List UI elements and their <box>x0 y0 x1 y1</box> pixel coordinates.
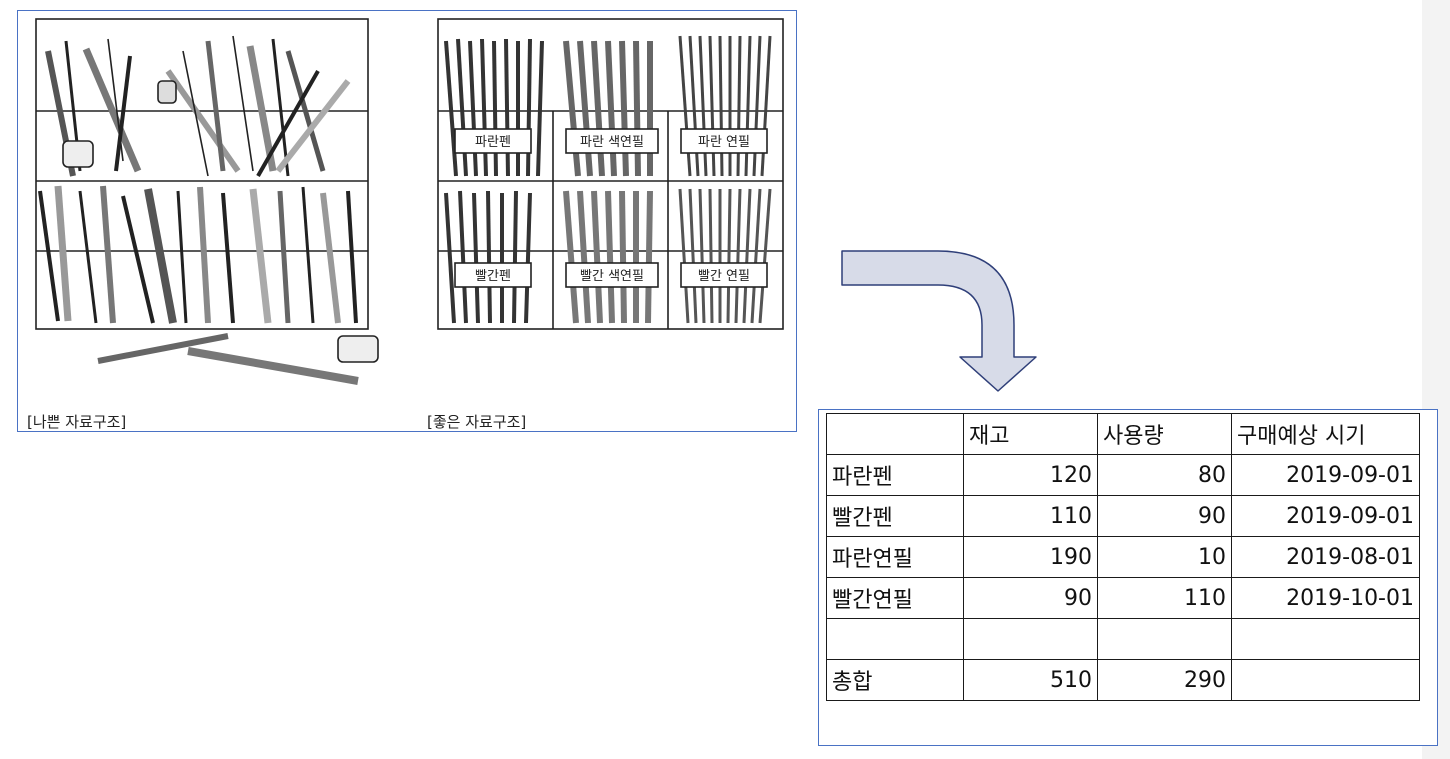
inventory-table: 재고 사용량 구매예상 시기 파란펜 120 80 2019-09-01 빨간펜… <box>826 413 1420 701</box>
usage-cell[interactable]: 110 <box>1097 577 1232 619</box>
table-row-empty <box>826 618 1420 660</box>
caption-bad-structure: [나쁜 자료구조] <box>27 413 127 431</box>
table-row: 빨간연필 90 110 2019-10-01 <box>826 577 1420 619</box>
pen-organizers-illustration: 파란펜 파란 색연필 파란 연필 빨간펜 빨간 색연필 빨간 연필 <box>35 18 784 385</box>
table-row: 빨간펜 110 90 2019-09-01 <box>826 495 1420 537</box>
illustration-panel: 파란펜 파란 색연필 파란 연필 빨간펜 빨간 색연필 빨간 연필 [나쁜 자료… <box>17 10 797 432</box>
label-red-colored-pencil: 빨간 색연필 <box>580 269 644 284</box>
caption-good-structure: [좋은 자료구조] <box>427 413 527 431</box>
table-row: 파란연필 190 10 2019-08-01 <box>826 536 1420 578</box>
total-usage-cell[interactable]: 290 <box>1097 659 1232 701</box>
item-name-cell[interactable]: 빨간연필 <box>826 577 964 619</box>
header-cell[interactable]: 구매예상 시기 <box>1231 413 1420 455</box>
stock-cell[interactable]: 110 <box>963 495 1098 537</box>
stock-cell[interactable]: 190 <box>963 536 1098 578</box>
purchase-date-cell[interactable]: 2019-10-01 <box>1231 577 1420 619</box>
messy-organizer <box>35 18 379 385</box>
purchase-date-cell[interactable]: 2019-09-01 <box>1231 495 1420 537</box>
label-red-pen: 빨간펜 <box>475 269 511 284</box>
table-header-row: 재고 사용량 구매예상 시기 <box>826 413 1420 455</box>
total-stock-cell[interactable]: 510 <box>963 659 1098 701</box>
curved-arrow-icon <box>841 250 1037 392</box>
item-name-cell[interactable]: 빨간펜 <box>826 495 964 537</box>
stock-cell[interactable]: 90 <box>963 577 1098 619</box>
sorted-organizer <box>437 18 784 330</box>
table-row: 파란펜 120 80 2019-09-01 <box>826 454 1420 496</box>
total-date-cell[interactable] <box>1231 659 1420 701</box>
total-label-cell[interactable]: 총합 <box>826 659 964 701</box>
label-red-pencil: 빨간 연필 <box>698 269 750 284</box>
header-cell[interactable]: 재고 <box>963 413 1098 455</box>
stock-cell[interactable]: 120 <box>963 454 1098 496</box>
table-total-row: 총합 510 290 <box>826 659 1420 701</box>
empty-cell[interactable] <box>1097 618 1232 660</box>
usage-cell[interactable]: 10 <box>1097 536 1232 578</box>
header-cell[interactable] <box>826 413 964 455</box>
empty-cell[interactable] <box>1231 618 1420 660</box>
label-blue-pen: 파란펜 <box>475 135 511 150</box>
usage-cell[interactable]: 80 <box>1097 454 1232 496</box>
empty-cell[interactable] <box>826 618 964 660</box>
label-blue-pencil: 파란 연필 <box>698 135 750 150</box>
header-cell[interactable]: 사용량 <box>1097 413 1232 455</box>
empty-cell[interactable] <box>963 618 1098 660</box>
purchase-date-cell[interactable]: 2019-09-01 <box>1231 454 1420 496</box>
purchase-date-cell[interactable]: 2019-08-01 <box>1231 536 1420 578</box>
item-name-cell[interactable]: 파란연필 <box>826 536 964 578</box>
label-blue-colored-pencil: 파란 색연필 <box>580 135 644 150</box>
usage-cell[interactable]: 90 <box>1097 495 1232 537</box>
item-name-cell[interactable]: 파란펜 <box>826 454 964 496</box>
